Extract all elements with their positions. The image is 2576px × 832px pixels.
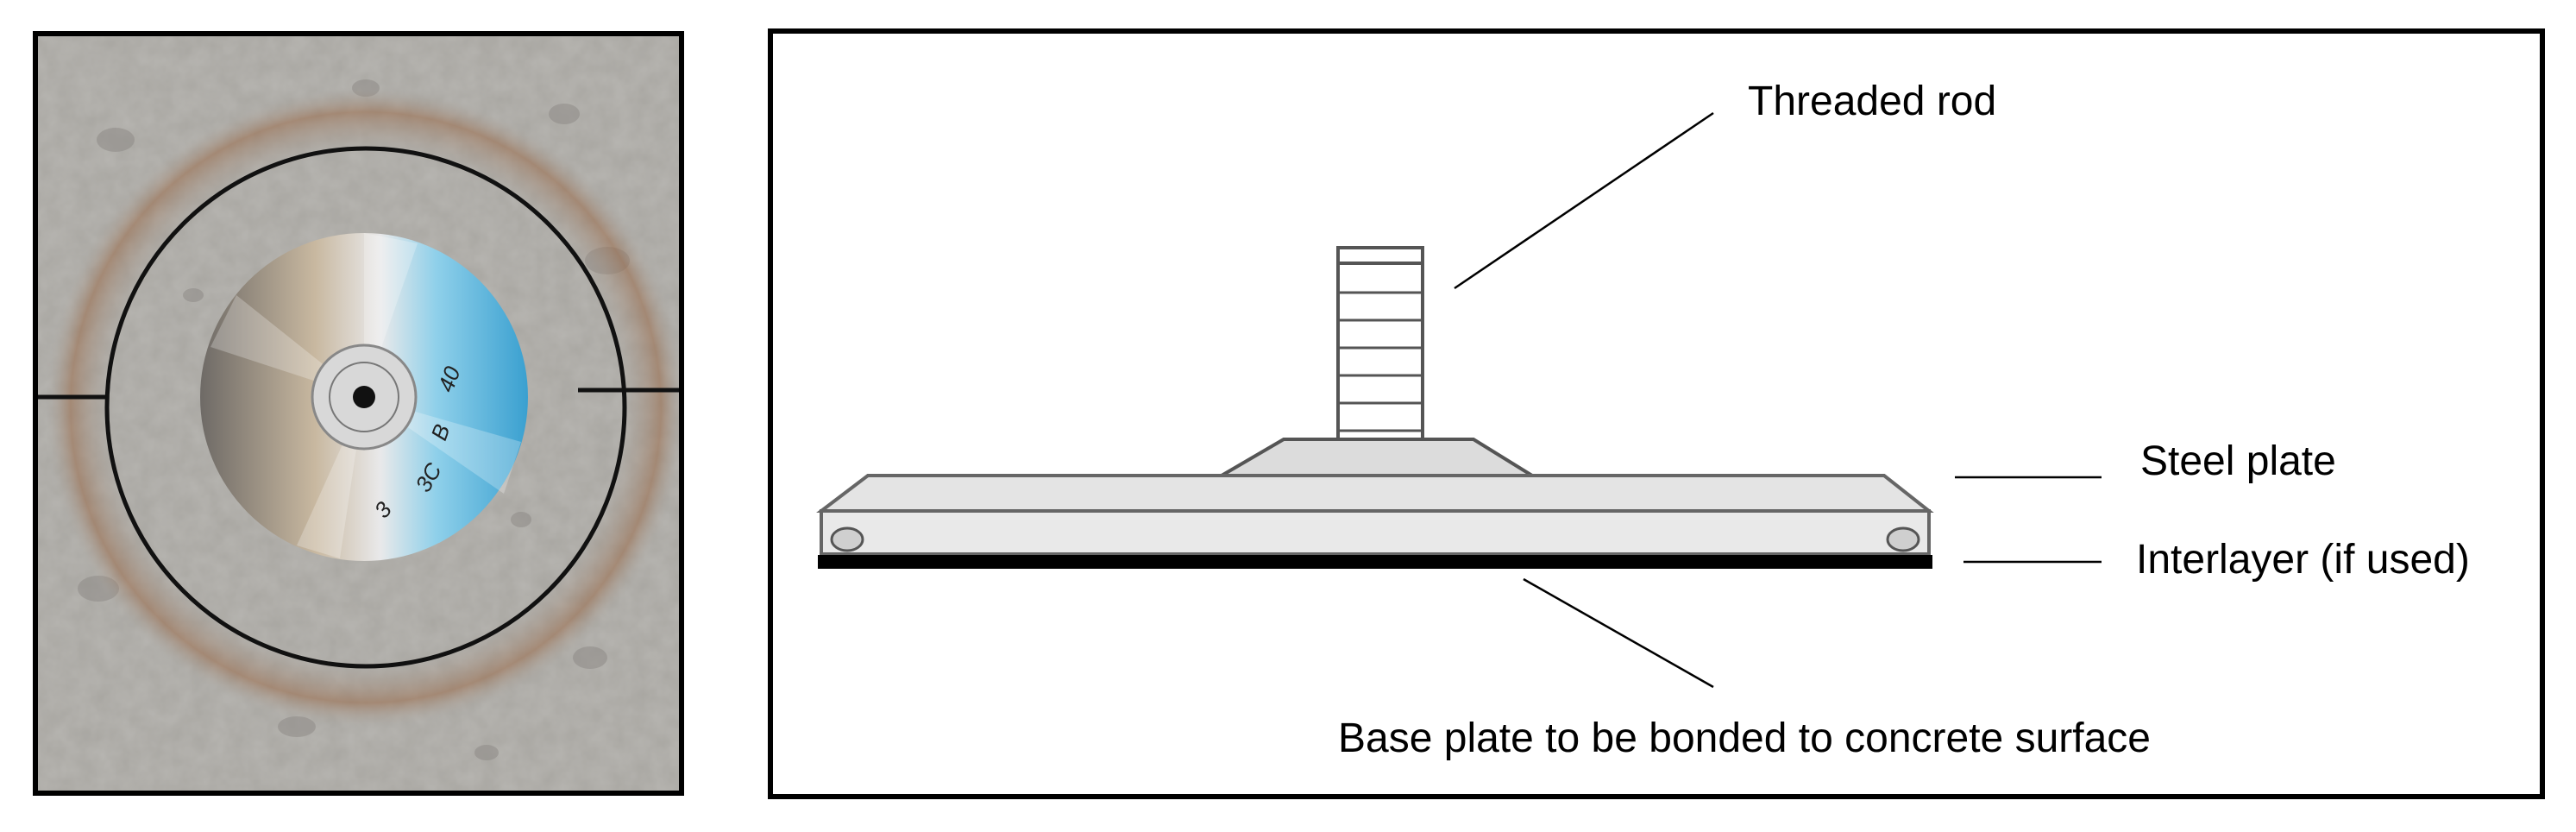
- label-threaded-rod: Threaded rod: [1748, 79, 1997, 124]
- threaded-rod: [1336, 246, 1424, 455]
- fixture-schematic: [816, 111, 2102, 689]
- leader-base-plate: [1523, 577, 1714, 689]
- label-steel-plate: Steel plate: [2140, 438, 2336, 484]
- plate-corner-left: [830, 526, 864, 552]
- concrete-photo: 40 B 3C 3: [38, 36, 679, 791]
- diagram-panel: Threaded rod Steel plate Interlayer (if …: [768, 28, 2545, 799]
- plate-corner-right: [1886, 526, 1920, 552]
- rod-boss: [1215, 438, 1539, 477]
- label-base-plate: Base plate to be bonded to concrete surf…: [1338, 715, 2151, 761]
- interlayer: [818, 555, 1932, 569]
- disc-center-hole: [353, 386, 375, 408]
- steel-plate-top: [816, 474, 1934, 513]
- steel-plate: [820, 509, 1931, 556]
- marker-circle: [104, 146, 627, 669]
- leader-threaded-rod: [1454, 111, 1714, 290]
- label-interlayer: Interlayer (if used): [2136, 537, 2470, 583]
- photo-panel: 40 B 3C 3: [33, 31, 684, 796]
